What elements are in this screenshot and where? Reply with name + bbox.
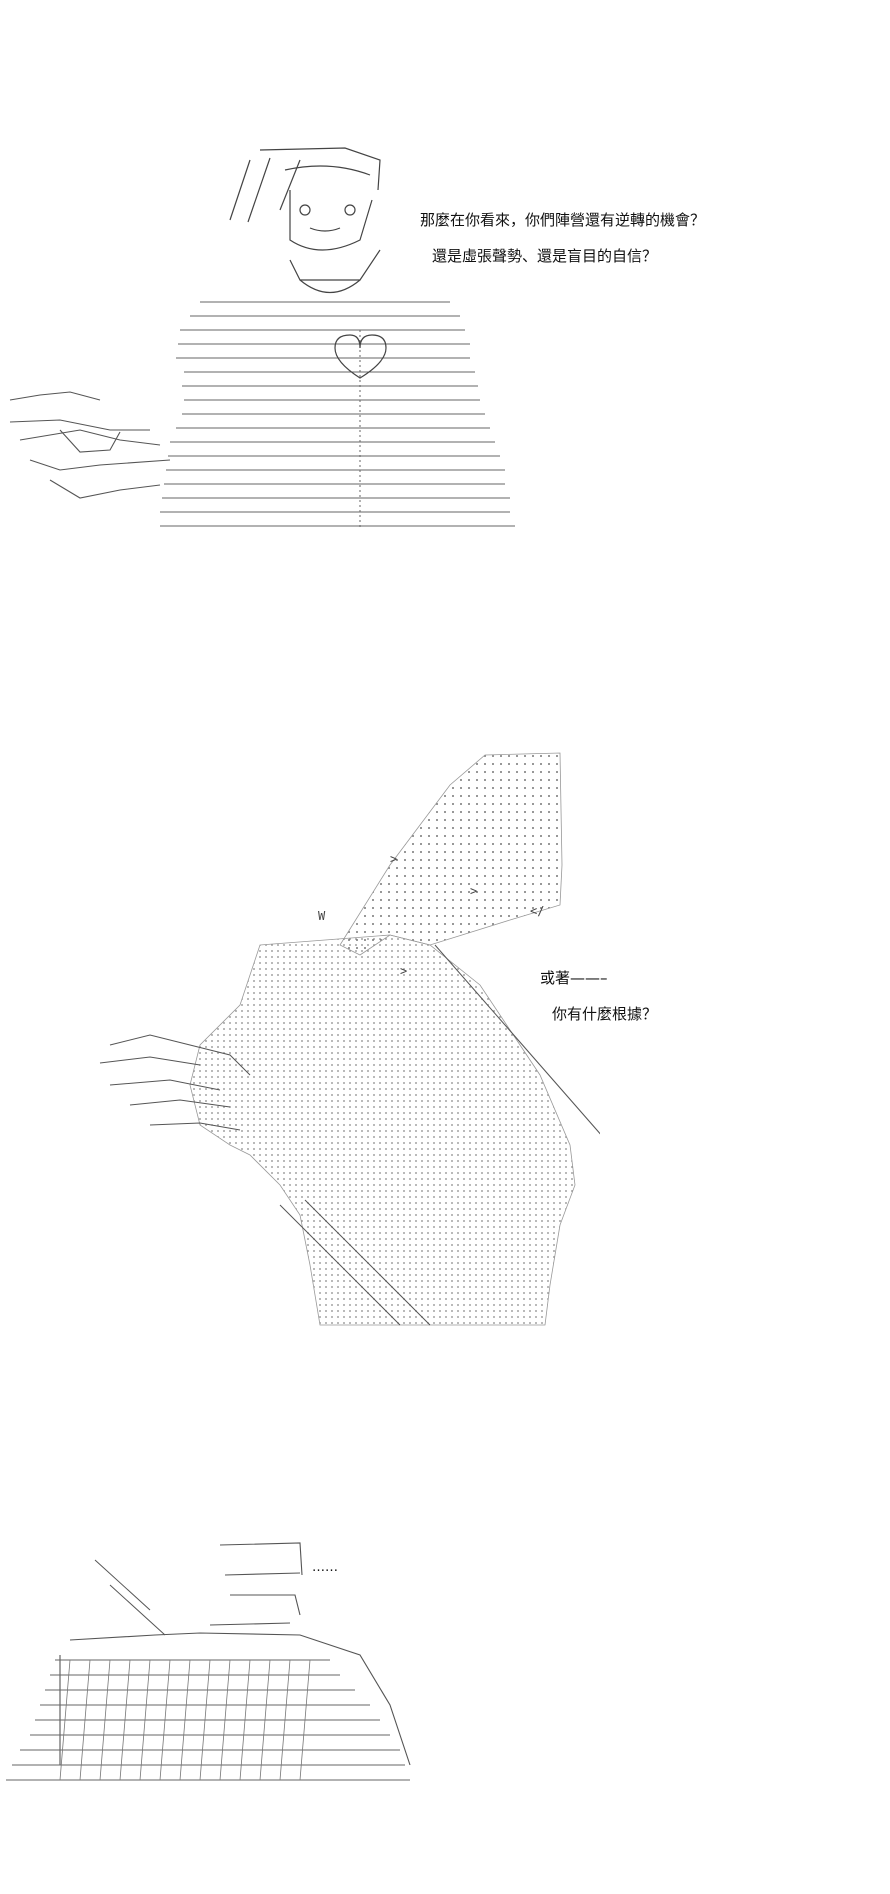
panel-1-dialogue-line-2: 還是虛張聲勢、還是盲目的自信？ bbox=[432, 247, 658, 265]
panel-2-figure-art: > > </ > W bbox=[90, 745, 600, 1345]
panel-3-figure-art bbox=[0, 1525, 420, 1785]
svg-text:>: > bbox=[400, 964, 407, 978]
svg-text:</: </ bbox=[530, 904, 544, 918]
panel-1-figure-art bbox=[0, 130, 520, 570]
svg-text:W: W bbox=[318, 909, 326, 923]
svg-text:>: > bbox=[390, 852, 397, 866]
svg-text:>: > bbox=[470, 884, 477, 898]
panel-3-dialogue-line-1: …… bbox=[312, 1560, 338, 1575]
panel-1-dialogue-line-1: 那麼在你看來，你們陣營還有逆轉的機會？ bbox=[420, 211, 706, 229]
panel-2-dialogue-line-1: 或著——– bbox=[540, 969, 608, 987]
panel-2-dialogue-line-2: 你有什麼根據？ bbox=[552, 1005, 658, 1023]
